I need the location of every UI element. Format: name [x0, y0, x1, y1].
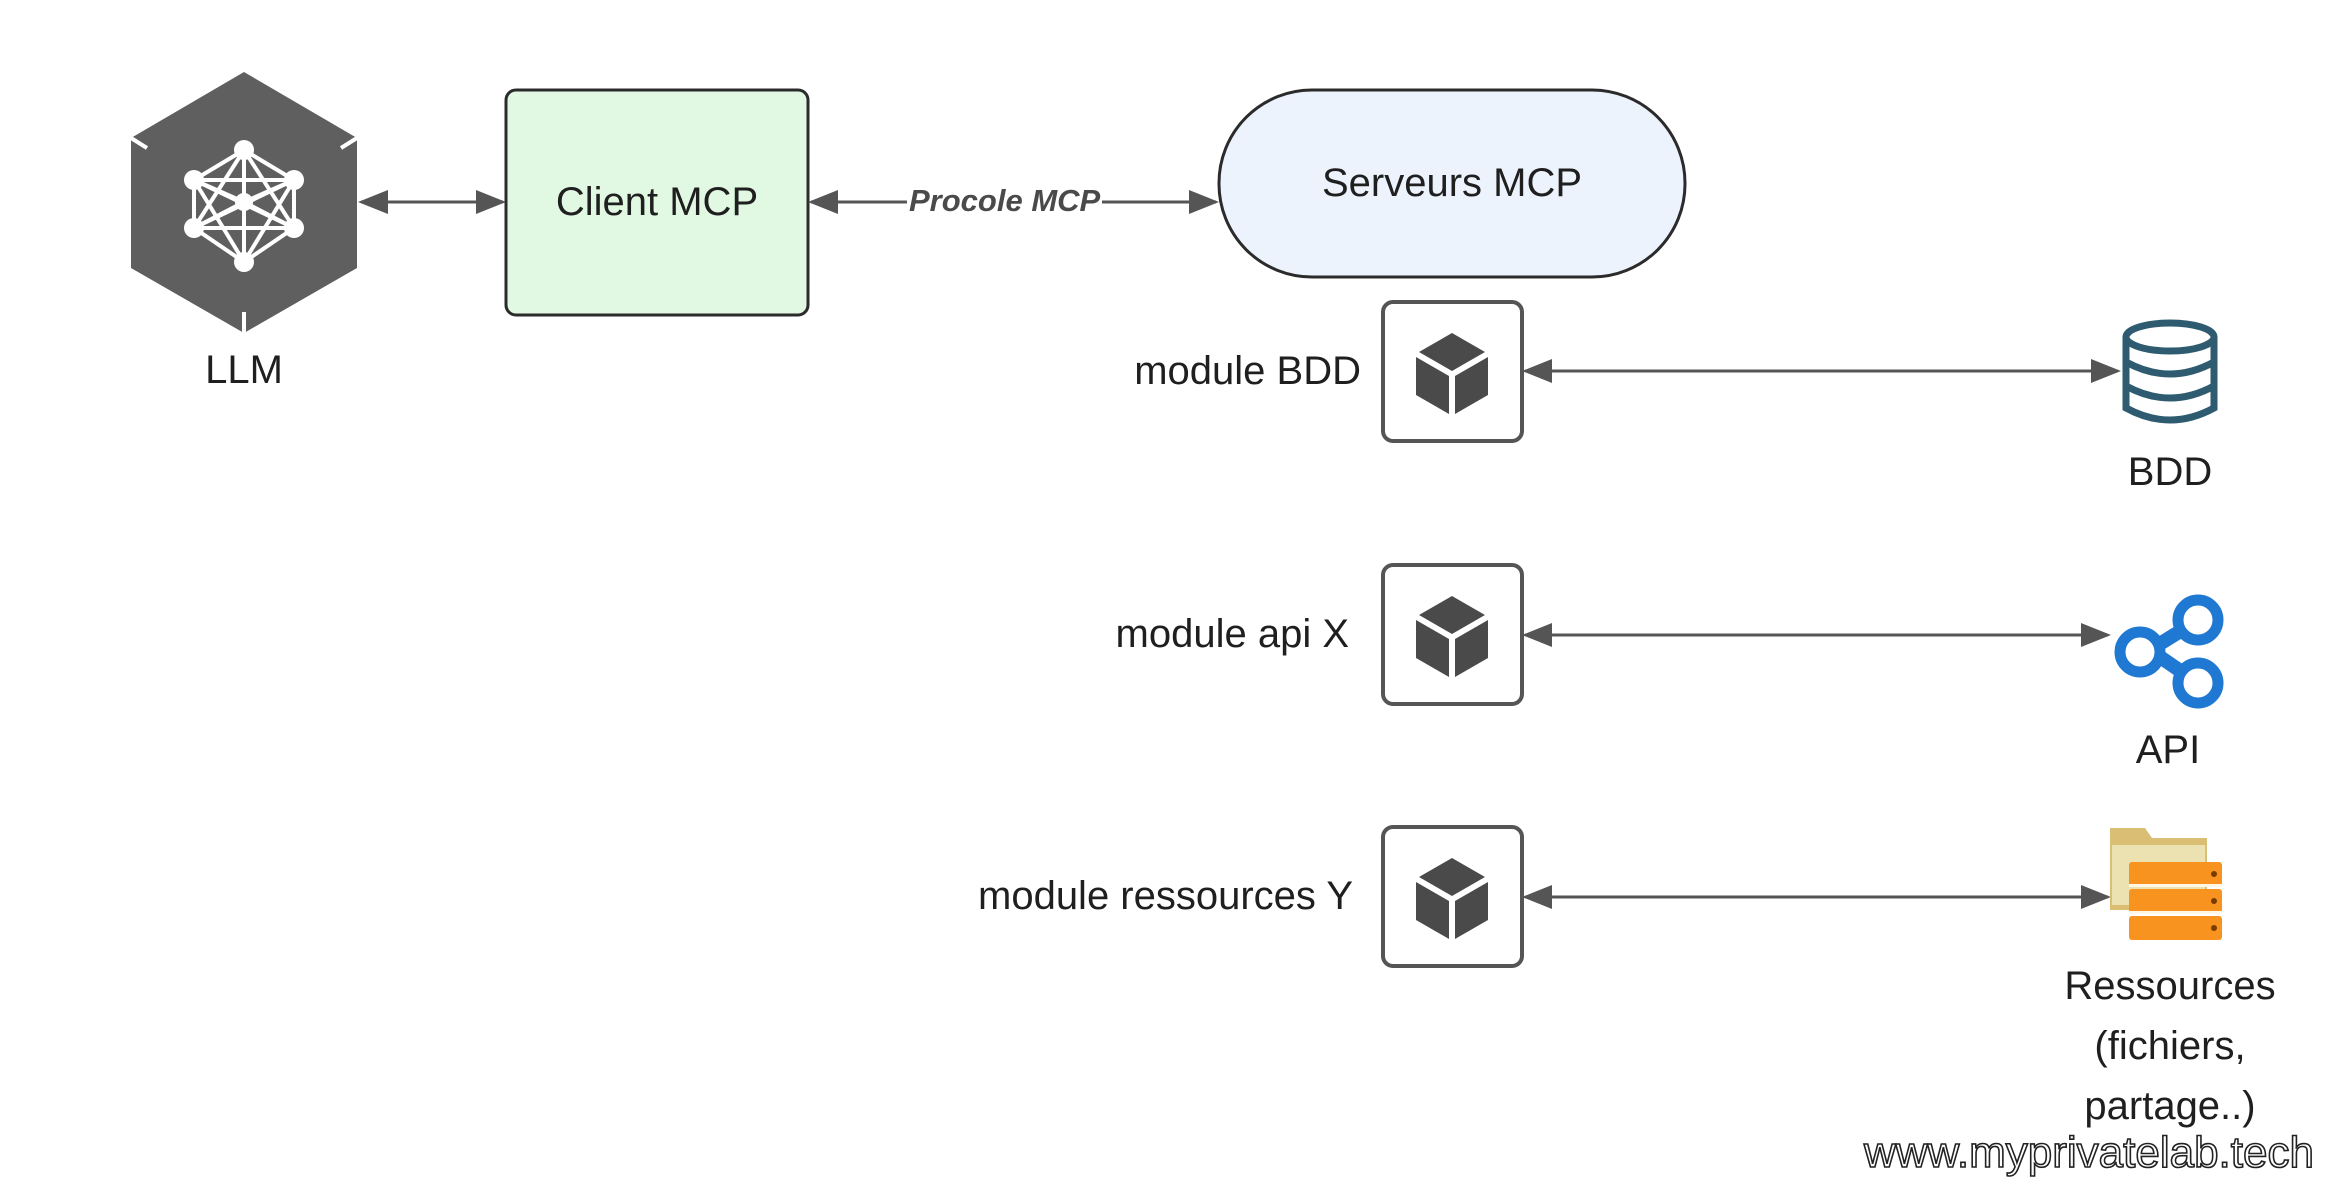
llm-icon	[129, 72, 359, 333]
ressources-line-2: (fichiers,	[2094, 1024, 2246, 1068]
server-mcp-label: Serveurs MCP	[1321, 161, 1583, 205]
ressources-line-3: partage..)	[2084, 1084, 2256, 1128]
module-label-ressources: module ressources Y	[978, 874, 1353, 918]
cube-icon	[1416, 333, 1488, 414]
target-label-api: API	[2135, 728, 2201, 772]
server-mcp-pill	[1217, 88, 1687, 279]
module-box-ressources	[1381, 825, 1524, 968]
database-icon	[2122, 319, 2218, 424]
cube-icon	[1416, 858, 1488, 939]
target-label-ressources: Ressources (fichiers, partage..)	[2020, 956, 2320, 1136]
target-label-bdd: BDD	[2127, 450, 2213, 494]
module-box-api	[1381, 563, 1524, 706]
ressources-line-1: Ressources	[2064, 964, 2276, 1008]
folder-server-icon	[2110, 828, 2222, 940]
watermark: www.myprivatelab.tech	[1863, 1127, 2315, 1178]
cube-icon	[1416, 596, 1488, 677]
protocol-label: Procole MCP	[907, 183, 1103, 219]
llm-label: LLM	[205, 348, 283, 392]
share-network-icon	[2114, 594, 2224, 709]
module-label-bdd: module BDD	[1134, 349, 1361, 393]
client-mcp-label: Client MCP	[555, 180, 759, 224]
module-label-api: module api X	[1115, 612, 1349, 656]
module-box-bdd	[1381, 300, 1524, 443]
